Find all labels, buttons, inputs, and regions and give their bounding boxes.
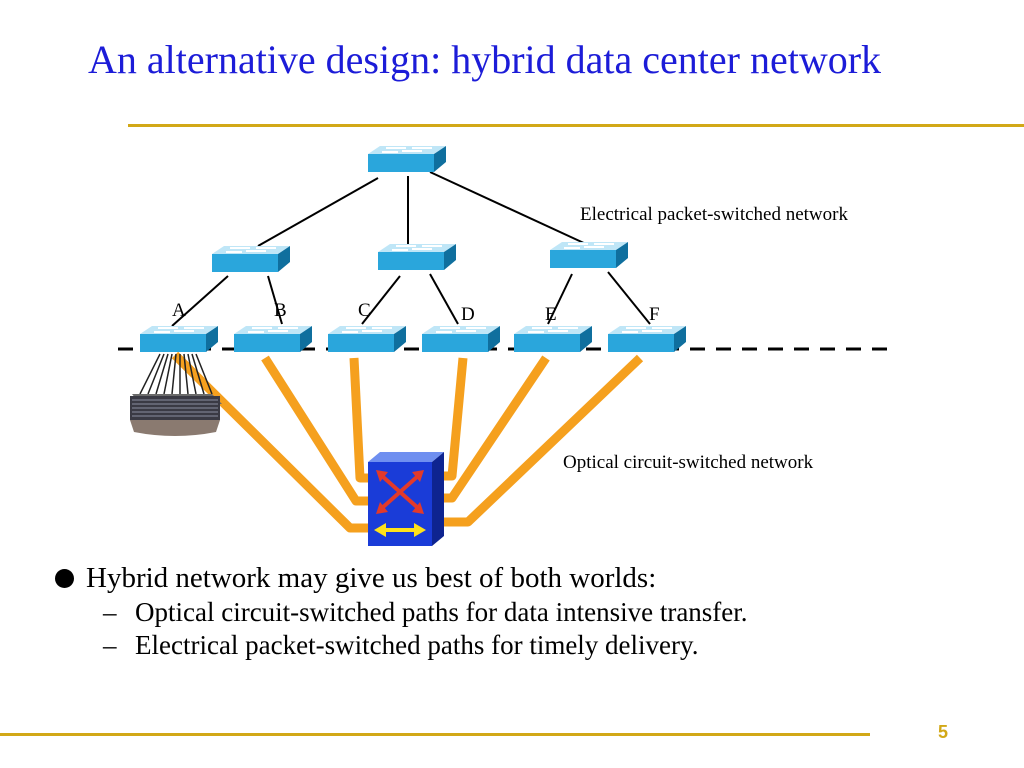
tor-switch-f [607,325,687,353]
sub-bullet-dash: – [103,630,117,660]
aggregation-switch-middle [377,243,457,271]
optical-links [171,351,644,533]
footer-divider [0,733,870,736]
aggregation-switch-left [211,245,291,273]
sub-bullet-text: Electrical packet-switched paths for tim… [135,630,699,660]
bullet-dot-icon [55,569,74,588]
rack-label-f: F [649,304,660,325]
sub-bullet-text: Optical circuit-switched paths for data … [135,597,748,627]
sub-bullet-dash: – [103,597,117,627]
sub-bullet-item: – Optical circuit-switched paths for dat… [103,597,748,628]
server-cables [139,353,213,395]
tor-switch-a [139,325,219,353]
tor-switch-d [421,325,501,353]
rack-label-c: C [358,300,371,321]
core-switch [367,145,447,173]
tor-switch-e [513,325,593,353]
optical-network-label: Optical circuit-switched network [563,452,814,473]
electrical-network-label: Electrical packet-switched network [580,204,848,225]
tor-switch-b [233,325,313,353]
bullet-text: Hybrid network may give us best of both … [86,562,657,594]
bullet-list: Hybrid network may give us best of both … [55,562,748,661]
electrical-links [171,171,651,327]
slide-title: An alternative design: hybrid data cente… [88,37,882,82]
rack-label-e: E [545,304,557,325]
title-divider [128,124,1024,127]
tor-switch-c [327,325,407,353]
server-rack-icon [130,394,222,436]
page-number: 5 [938,722,949,742]
rack-label-d: D [461,304,475,325]
rack-label-a: A [172,300,186,321]
sub-bullet-item: – Electrical packet-switched paths for t… [103,630,748,661]
rack-label-b: B [274,300,287,321]
bullet-item: Hybrid network may give us best of both … [55,562,748,595]
optical-switch-icon [368,452,444,546]
aggregation-switch-right [549,241,629,269]
